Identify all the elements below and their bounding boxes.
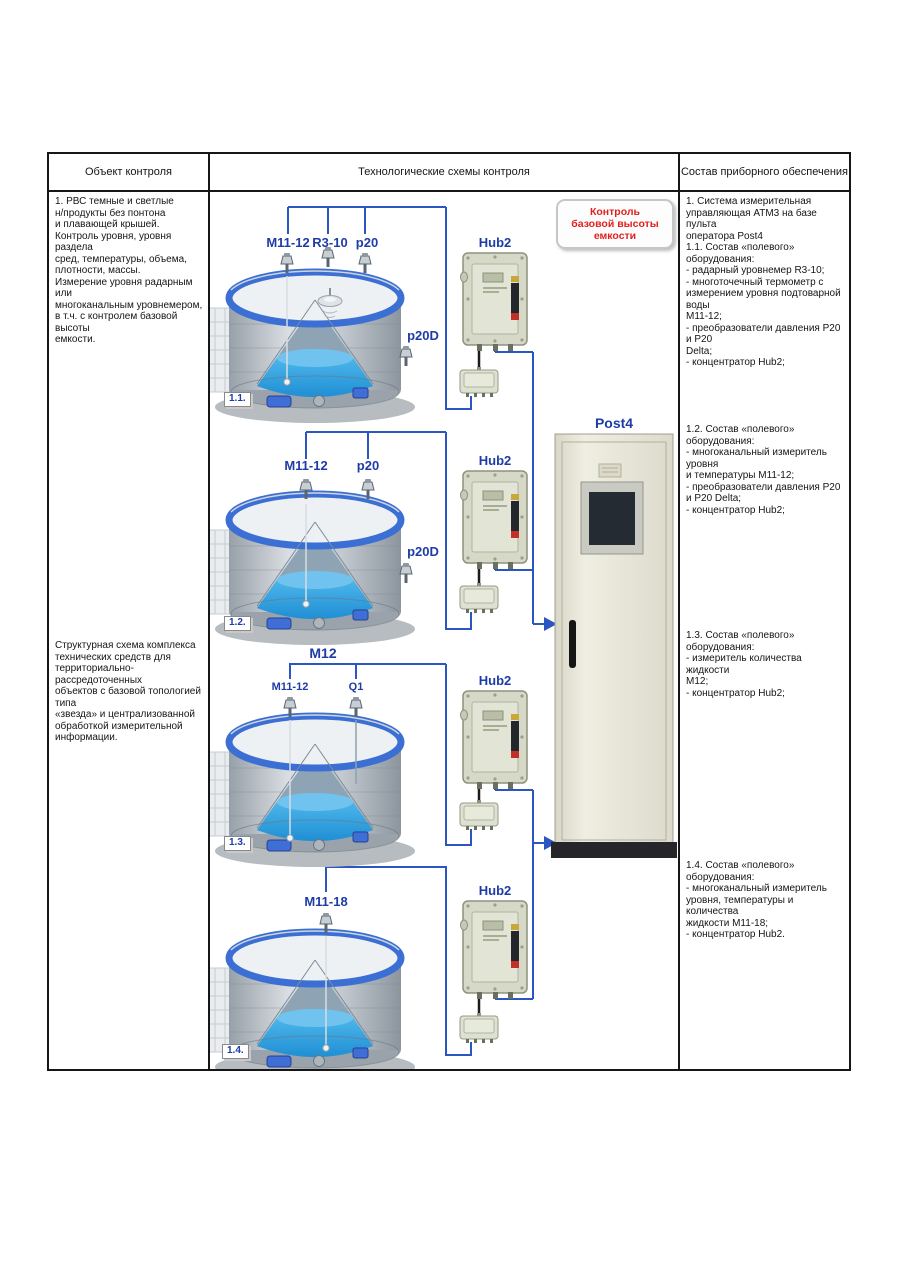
label-row3-bracket-m12: M12 (309, 645, 336, 661)
header-object-of-control: Объект контроля (49, 154, 210, 192)
instrumentation-section-1-3: 1.3. Состав «полевого» оборудования: - и… (686, 630, 802, 699)
scheme-badge-1-3: 1.3. (224, 836, 251, 851)
column-schemes-diagram: M11-12 R3-10 p20 p20D Hub2 M11-12 p20 p2… (210, 192, 680, 1069)
sensor-row1-p20d (399, 345, 413, 367)
label-row1-sensor-1: M11-12 (266, 235, 309, 250)
label-row2-p20d: p20D (407, 544, 439, 559)
label-row2-sensor-1: M11-12 (284, 458, 327, 473)
arrow-to-post4-upper (544, 617, 557, 631)
instrumentation-section-1-2: 1.2. Состав «полевого» оборудования: - м… (686, 424, 841, 516)
label-row1-sensor-3: p20 (356, 235, 378, 250)
wire-row2-hub-tap (494, 563, 533, 571)
cabinet-handle (569, 620, 576, 668)
float-1 (283, 378, 291, 386)
hub2-box-1 (459, 252, 528, 352)
wire-row2-sensors (305, 431, 472, 630)
label-row1-hub2: Hub2 (479, 235, 512, 250)
float-3 (286, 834, 294, 842)
junction-box-4 (459, 1012, 499, 1044)
sensor-row1-p20 (358, 252, 372, 274)
label-row4-hub2: Hub2 (479, 883, 512, 898)
label-post4: Post4 (595, 415, 633, 431)
wire-row3-sensors (289, 663, 472, 846)
header-technological-schemes: Технологические схемы контроля (210, 154, 680, 192)
instrumentation-section-1-4: 1.4. Состав «полевого» оборудования: - м… (686, 860, 827, 940)
object-description-2: Структурная схема комплекса технических … (55, 640, 201, 743)
label-row1-sensor-2: R3-10 (312, 235, 347, 250)
arrow-to-post4-lower (544, 836, 557, 850)
instrumentation-section-1-1: 1. Система измерительная управляющая АТМ… (686, 196, 841, 368)
float-2 (302, 600, 310, 608)
header-instrumentation: Состав приборного обеспечения (680, 154, 849, 192)
label-row1-p20d: p20D (407, 328, 439, 343)
column-instrumentation: 1. Система измерительная управляющая АТМ… (680, 192, 849, 1069)
label-row2-hub2: Hub2 (479, 453, 512, 468)
level-cables (286, 276, 357, 1048)
cabinet-screen (589, 492, 635, 545)
column-object-of-control: 1. РВС темные и светлые н/продукты без п… (49, 192, 210, 1069)
wire-row4-sensor (325, 866, 472, 1056)
sensor-row1-r3-10 (321, 246, 335, 268)
junction-box-3 (459, 799, 499, 831)
control-schemes-table: Объект контроля Технологические схемы ко… (47, 152, 851, 1071)
wire-row1-sensors (287, 206, 472, 410)
hub2-box-4 (459, 900, 528, 1000)
hub2-box-2 (459, 470, 528, 570)
label-row2-sensor-2: p20 (357, 458, 379, 473)
schemes-diagram: M11-12 R3-10 p20 p20D Hub2 M11-12 p20 p2… (210, 206, 677, 1069)
cabinet-vent (598, 463, 622, 478)
post4-cabinet (551, 433, 677, 858)
label-row3-sensor-2: Q1 (349, 681, 364, 693)
scheme-badge-1-1: 1.1. (224, 392, 251, 407)
scheme-badge-1-4: 1.4. (222, 1044, 249, 1059)
label-row4-sensor-1: M11-18 (304, 894, 347, 909)
cabinet-base (551, 842, 677, 858)
object-description-1: 1. РВС темные и светлые н/продукты без п… (55, 196, 203, 345)
junction-box-2 (459, 582, 499, 614)
float-4 (322, 1044, 330, 1052)
base-height-control-callout: Контроль базовой высоты емкости (556, 199, 674, 249)
hub2-box-3 (459, 690, 528, 790)
label-row3-sensor-1: M11-12 (272, 681, 309, 693)
label-row3-hub2: Hub2 (479, 673, 512, 688)
sensor-row2-p20d (399, 562, 413, 584)
sensor-row3-q1 (349, 696, 363, 718)
scheme-badge-1-2: 1.2. (224, 616, 251, 631)
junction-box-1 (459, 366, 499, 398)
